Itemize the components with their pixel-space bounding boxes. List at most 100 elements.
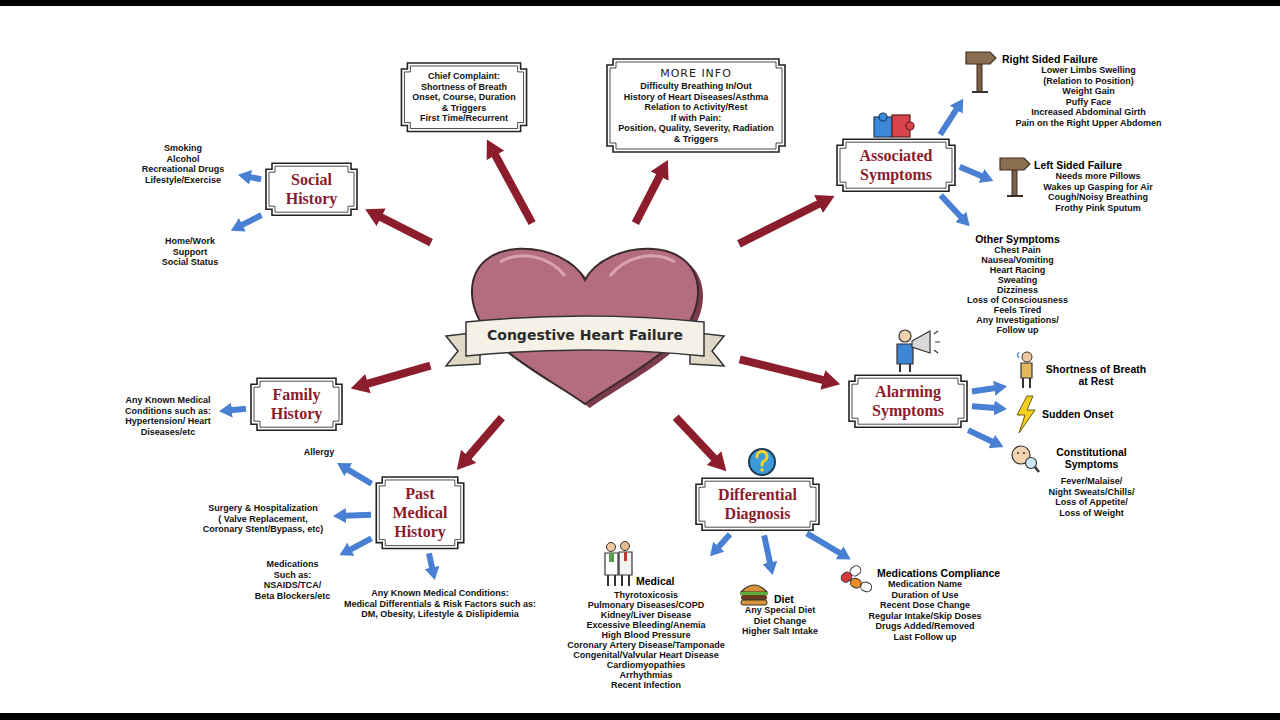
arrow-connector [495, 154, 533, 223]
box-frame [695, 477, 820, 531]
topic-title: Social History [275, 170, 348, 208]
topic-box: Past Medical History [375, 476, 465, 550]
frame-inner [840, 142, 952, 188]
list-item: Pulmonary Diseases/COPD [563, 600, 729, 610]
list-item: Smoking [136, 143, 230, 154]
banner-title: Congestive Heart Failure [440, 326, 730, 344]
megaphone [912, 331, 930, 353]
question-circle [749, 449, 775, 475]
list-item: Pain on the Right Upper Abdomen [1002, 118, 1175, 129]
doctor-legs [608, 575, 615, 586]
doctors-icon [605, 542, 632, 587]
text-group: Medications ComplianceMedication NameDur… [838, 562, 1012, 645]
breath-wave [1018, 352, 1020, 358]
arrow-connector [718, 534, 730, 547]
arrow-connector [231, 409, 246, 410]
signpost-base [972, 91, 988, 93]
person-body [897, 344, 913, 364]
frame-inner [610, 62, 782, 149]
topic-box: Family History [250, 377, 343, 431]
topic-title: Differential Diagnosis [705, 485, 810, 523]
list-item: Duration of Use [841, 590, 1009, 601]
burger-patty [741, 595, 767, 600]
item-heading: Sudden Onset [1042, 408, 1127, 420]
list-item: Surgery & Hospitalization [201, 503, 325, 514]
question-hook [757, 451, 767, 465]
frame-inner [852, 378, 964, 424]
list-item: Frothy Pink Sputum [1034, 203, 1162, 214]
question-dot [760, 468, 764, 472]
frame-outer [837, 139, 955, 191]
arrow-connector [429, 553, 432, 568]
text-group: Any Known Medical Conditions:Medical Dif… [335, 585, 545, 623]
list-item: Recent Dose Change [841, 600, 1009, 611]
list-item: Chest Pain [965, 245, 1070, 255]
list-item: Support [153, 247, 227, 258]
question-icon [749, 449, 775, 475]
megaphone-icon [897, 330, 940, 372]
list-item: Social Status [153, 257, 227, 268]
pills-icon [839, 564, 872, 593]
doctor-coat [605, 553, 618, 575]
magnifier-handle [1035, 467, 1039, 472]
list-item: Weight Gain [1002, 86, 1175, 97]
frame-inner [699, 481, 816, 527]
signpost-base [1007, 195, 1023, 197]
doctor-shirt [609, 553, 614, 562]
info-line: Relation to Activity/Rest [616, 102, 776, 113]
arrow-connector [347, 469, 371, 484]
list-item: Loss of Consciousness [965, 295, 1070, 305]
frame-outer [696, 478, 819, 530]
topic-box: Differential Diagnosis [695, 477, 820, 531]
list-item: Wakes up Gasping for Air [1034, 182, 1162, 193]
text-group: Surgery & Hospitalization( Valve Replace… [198, 500, 328, 538]
frame-outer [607, 59, 785, 152]
signpost-icon [1000, 158, 1030, 196]
list-item: Arrhythmias [563, 670, 729, 680]
list-item: ( Valve Replacement, Coronary Stent/Bypa… [201, 514, 325, 535]
list-item: Any Investigations/ Follow up [965, 315, 1070, 335]
text-group: Left Sided FailureNeeds more PillowsWake… [998, 156, 1165, 216]
text-group: MedicalThyrotoxicosisPulmonary Diseases/… [560, 560, 732, 693]
frame-inner [254, 381, 339, 427]
burger-icon [740, 585, 768, 605]
list-item: Night Sweats/Chills/ [1042, 487, 1141, 498]
info-line: Chief Complaint: [410, 71, 518, 82]
arrow-connector [676, 417, 716, 459]
list-item: Such as: [253, 570, 332, 581]
list-item: Regular Intake/Skip Doses [841, 611, 1009, 622]
topic-box: Social History [265, 162, 358, 216]
arrow-connector [249, 177, 261, 179]
frame-outer [251, 378, 342, 430]
info-line: If with Pain: [616, 113, 776, 124]
list-item: Increased Abdominal Girth [1002, 107, 1175, 118]
item-heading: Right Sided Failure [1002, 53, 1175, 65]
box-frame [836, 138, 956, 192]
text-group: Any Known Medical Conditions such as: Hy… [122, 392, 214, 440]
arrow-connector [807, 533, 841, 553]
list-item: High Blood Pressure [563, 630, 729, 640]
topic-title: Past Medical History [385, 484, 455, 542]
capsule-half [859, 581, 872, 593]
list-item: Excessive Bleeding/Anemia [563, 620, 729, 630]
capsule-half [848, 564, 862, 578]
topic-title: Associated Symptoms [846, 146, 946, 184]
arrow-connector [739, 203, 820, 244]
list-item: Fever/Malaise/ [1042, 476, 1141, 487]
person-legs [900, 364, 910, 372]
heart-shape [440, 232, 730, 410]
item-heading: Other Symptoms [965, 233, 1070, 245]
info-box: Chief Complaint:Shortness of BreathOnset… [400, 62, 528, 133]
list-item: Medical Differentials & Risk Factors suc… [338, 599, 542, 620]
connector-group [231, 109, 996, 569]
arrow-connector [345, 515, 371, 516]
list-item: Needs more Pillows [1034, 171, 1162, 182]
arrow-connector [380, 216, 432, 242]
doctor-legs [622, 575, 629, 586]
doctor-tie [624, 552, 627, 561]
puzzle-knob [879, 113, 887, 121]
text-group: SmokingAlcoholRecreational DrugsLifestyl… [133, 140, 233, 188]
list-item: Drugs Added/Removed [841, 621, 1009, 632]
box-frame [250, 377, 343, 431]
frame-outer [401, 63, 526, 132]
